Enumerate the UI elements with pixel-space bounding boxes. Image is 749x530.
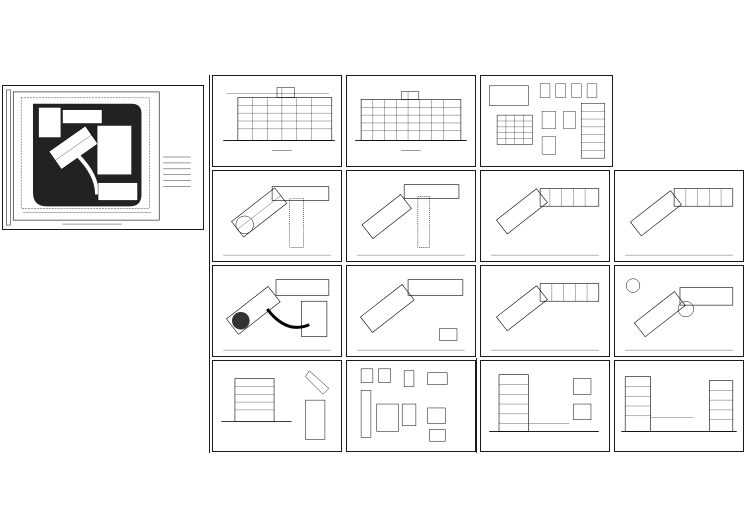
sheet-divider	[476, 358, 477, 453]
floor-plan-sheet-5[interactable]	[212, 265, 342, 357]
elevation-section-sheet[interactable]	[212, 360, 342, 452]
floor-plan-sheet-1[interactable]	[212, 170, 342, 262]
floor-plan-sheet-3[interactable]	[480, 170, 610, 262]
floor-plan-drawing-4	[625, 188, 734, 256]
floor-plan-drawing-6	[357, 279, 465, 351]
section-sheet-2[interactable]	[614, 360, 744, 452]
door-window-schedule-sheet[interactable]	[480, 75, 613, 167]
floor-plan-drawing-8	[625, 278, 734, 351]
floor-plan-drawing-7	[491, 283, 600, 351]
floor-plan-drawing-1	[223, 186, 331, 256]
floor-plan-sheet-2[interactable]	[346, 170, 476, 262]
sheet-divider	[209, 75, 210, 453]
floor-plan-drawing-3	[491, 188, 600, 256]
elevation-sheet-2[interactable]	[346, 75, 476, 167]
elevation-sheet-1[interactable]	[212, 75, 342, 167]
floor-plan-sheet-6[interactable]	[346, 265, 476, 357]
floor-plan-sheet-8[interactable]	[614, 265, 744, 357]
section-drawing-2	[621, 376, 737, 432]
floor-plan-sheet-4[interactable]	[614, 170, 744, 262]
floor-plan-drawing-5	[223, 279, 331, 351]
section-drawing-1	[489, 374, 599, 432]
elevation-drawing-2	[355, 91, 467, 151]
floor-plan-sheet-7[interactable]	[480, 265, 610, 357]
schedule-drawing	[489, 83, 605, 159]
details-sheet[interactable]	[346, 360, 476, 452]
section-sheet-1[interactable]	[480, 360, 610, 452]
floor-plan-drawing-2	[357, 184, 465, 256]
elevation-section-drawing	[221, 370, 330, 440]
details-drawing	[360, 368, 448, 442]
site-plan-drawing	[6, 89, 191, 226]
elevation-drawing-1	[223, 87, 335, 151]
site-plan-sheet[interactable]	[2, 85, 204, 230]
